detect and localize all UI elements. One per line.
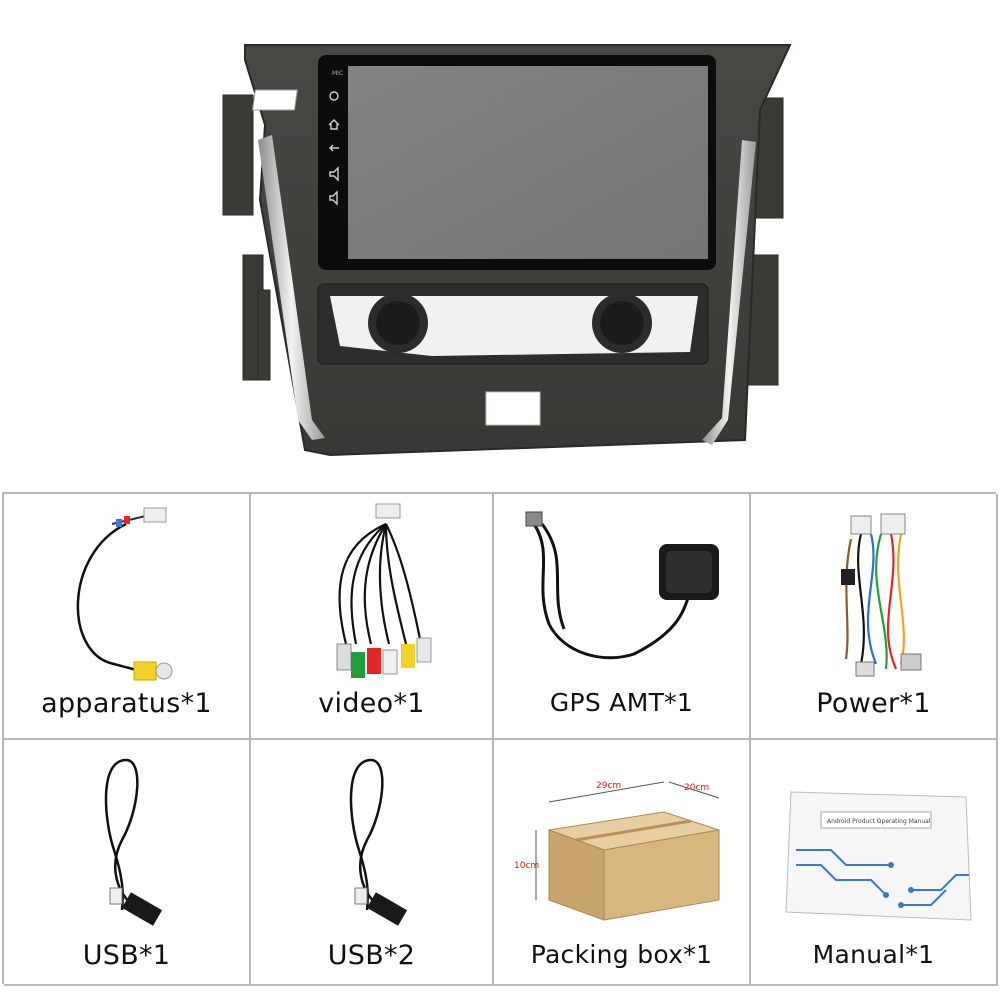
accessory-grid: apparatus*1 video*1 xyxy=(2,492,998,986)
accessory-manual: Android Product Operating Manual Manual*… xyxy=(751,740,998,986)
accessory-packing-box: 29cm 20cm 10cm Packing box*1 xyxy=(494,740,751,986)
chrome-trim-left xyxy=(258,135,325,440)
manual-booklet-icon: Android Product Operating Manual xyxy=(785,791,972,921)
usb-cable-icon xyxy=(104,758,163,926)
side-button-icons xyxy=(328,91,340,206)
accessory-label: Packing box*1 xyxy=(530,940,713,969)
mounting-tab-left xyxy=(222,94,271,381)
accessory-label: video*1 xyxy=(318,688,425,719)
accessory-usb-1: USB*1 xyxy=(4,740,251,986)
lower-cutout xyxy=(485,391,541,426)
head-unit-illustration: MIC xyxy=(222,44,792,457)
accessory-label: Manual*1 xyxy=(812,940,935,969)
rca-video-harness-icon xyxy=(336,503,432,678)
svg-text:29cm: 29cm xyxy=(596,781,621,791)
head-unit-screen xyxy=(348,66,708,259)
accessory-label: apparatus*1 xyxy=(41,688,212,719)
svg-text:20cm: 20cm xyxy=(684,783,709,793)
usb-cable-icon xyxy=(349,758,408,926)
cardboard-box-icon: 29cm 20cm 10cm xyxy=(514,781,720,921)
svg-text:MIC: MIC xyxy=(332,70,343,77)
accessory-label: GPS AMT*1 xyxy=(549,688,694,717)
product-hero: MIC xyxy=(0,0,1000,475)
accessory-usb-2: USB*2 xyxy=(251,740,494,986)
accessory-label: USB*1 xyxy=(82,940,171,971)
frame-clip xyxy=(251,89,298,111)
power-harness-icon xyxy=(841,513,922,677)
svg-text:10cm: 10cm xyxy=(514,861,539,871)
accessory-gps: GPS AMT*1 xyxy=(494,494,751,740)
accessory-label: Power*1 xyxy=(816,688,931,719)
accessory-video: video*1 xyxy=(251,494,494,740)
accessory-label: USB*2 xyxy=(327,940,416,971)
accessory-apparatus: apparatus*1 xyxy=(4,494,251,740)
svg-text:Android Product Operating Manu: Android Product Operating Manual xyxy=(827,818,931,825)
accessory-power: Power*1 xyxy=(751,494,998,740)
gps-antenna-icon xyxy=(525,511,719,660)
camera-cable-icon xyxy=(76,507,173,681)
chrome-trim-right xyxy=(702,140,756,445)
